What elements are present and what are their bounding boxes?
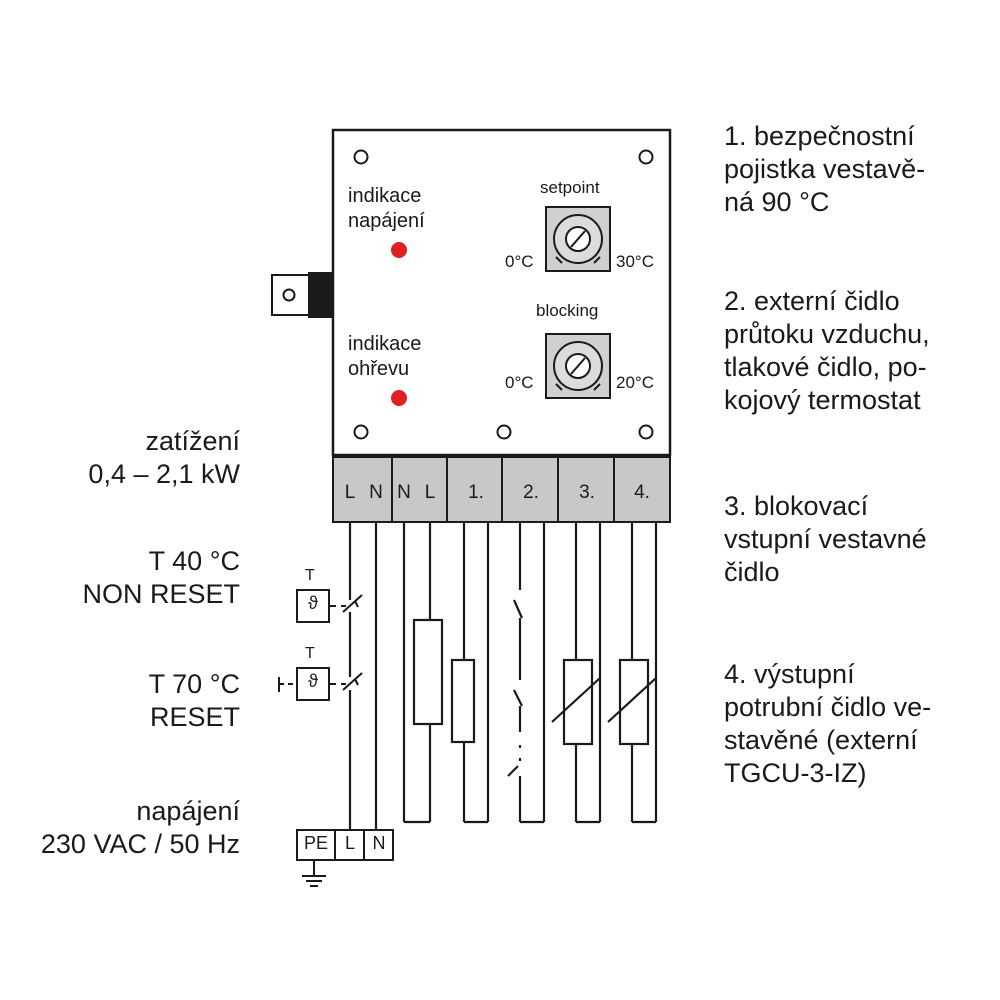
blocking-min-label: 0°C: [505, 373, 534, 392]
blocking-max-label: 20°C: [616, 373, 654, 392]
note-3: 3. blokovací vstupní vestavné čidlo: [724, 491, 927, 587]
power-indicator-label: indikace napájení: [348, 185, 425, 232]
wires: [348, 522, 658, 830]
setpoint-min-label: 0°C: [505, 252, 534, 271]
mounting-hole-icon: [638, 149, 654, 165]
note-2: 2. externí čidlo průtoku vzduchu, tlakov…: [724, 286, 930, 415]
controller-housing: [331, 128, 672, 457]
terminal-label: L: [424, 482, 436, 503]
mounting-hole-icon: [638, 424, 654, 440]
t70-thermostat-icon: [278, 667, 363, 701]
terminal-label: 2.: [523, 482, 539, 503]
t70-t-letter: T: [305, 645, 315, 662]
setpoint-dial[interactable]: [545, 206, 611, 272]
mounting-hole-icon: [353, 424, 369, 440]
t40-label: T 40 °C NON RESET: [82, 546, 240, 609]
supply-label: napájení 230 VAC / 50 Hz: [40, 796, 240, 859]
t70-theta-icon: ϑ: [308, 671, 318, 691]
setpoint-label: setpoint: [540, 178, 600, 197]
setpoint-max-label: 30°C: [616, 252, 654, 271]
terminal-label: 1.: [468, 482, 484, 503]
side-bracket-clamp: [308, 272, 333, 318]
heating-indicator-label: indikace ohřevu: [348, 333, 422, 380]
mounting-hole-icon: [353, 149, 369, 165]
supply-terminal-block: [296, 829, 394, 887]
heating-led-icon: [391, 390, 407, 406]
supply-terminal-l: L: [344, 833, 355, 853]
blocking-label: blocking: [536, 301, 599, 320]
t40-t-letter: T: [305, 567, 315, 584]
t70-label: T 70 °C RESET: [148, 669, 240, 732]
terminal-label: N: [369, 482, 383, 503]
blocking-dial[interactable]: [545, 333, 611, 399]
t40-thermostat-icon: [296, 589, 363, 623]
terminal-label: L: [344, 482, 356, 503]
note-4: 4. výstupní potrubní čidlo ve- stavěné (…: [724, 659, 932, 788]
terminal-block: [332, 456, 671, 523]
load-label: zatížení 0,4 – 2,1 kW: [88, 426, 240, 489]
mounting-hole-icon: [496, 424, 512, 440]
power-led-icon: [391, 242, 407, 258]
terminal-label: N: [397, 482, 411, 503]
supply-terminal-n: N: [372, 833, 386, 853]
terminal-label: 4.: [634, 482, 650, 503]
terminal-label: 3.: [579, 482, 595, 503]
bracket-hole-icon: [282, 288, 296, 302]
note-1: 1. bezpečnostní pojistka vestavě- ná 90 …: [724, 121, 926, 217]
t40-theta-icon: ϑ: [308, 593, 318, 613]
supply-terminal-pe: PE: [303, 833, 328, 853]
